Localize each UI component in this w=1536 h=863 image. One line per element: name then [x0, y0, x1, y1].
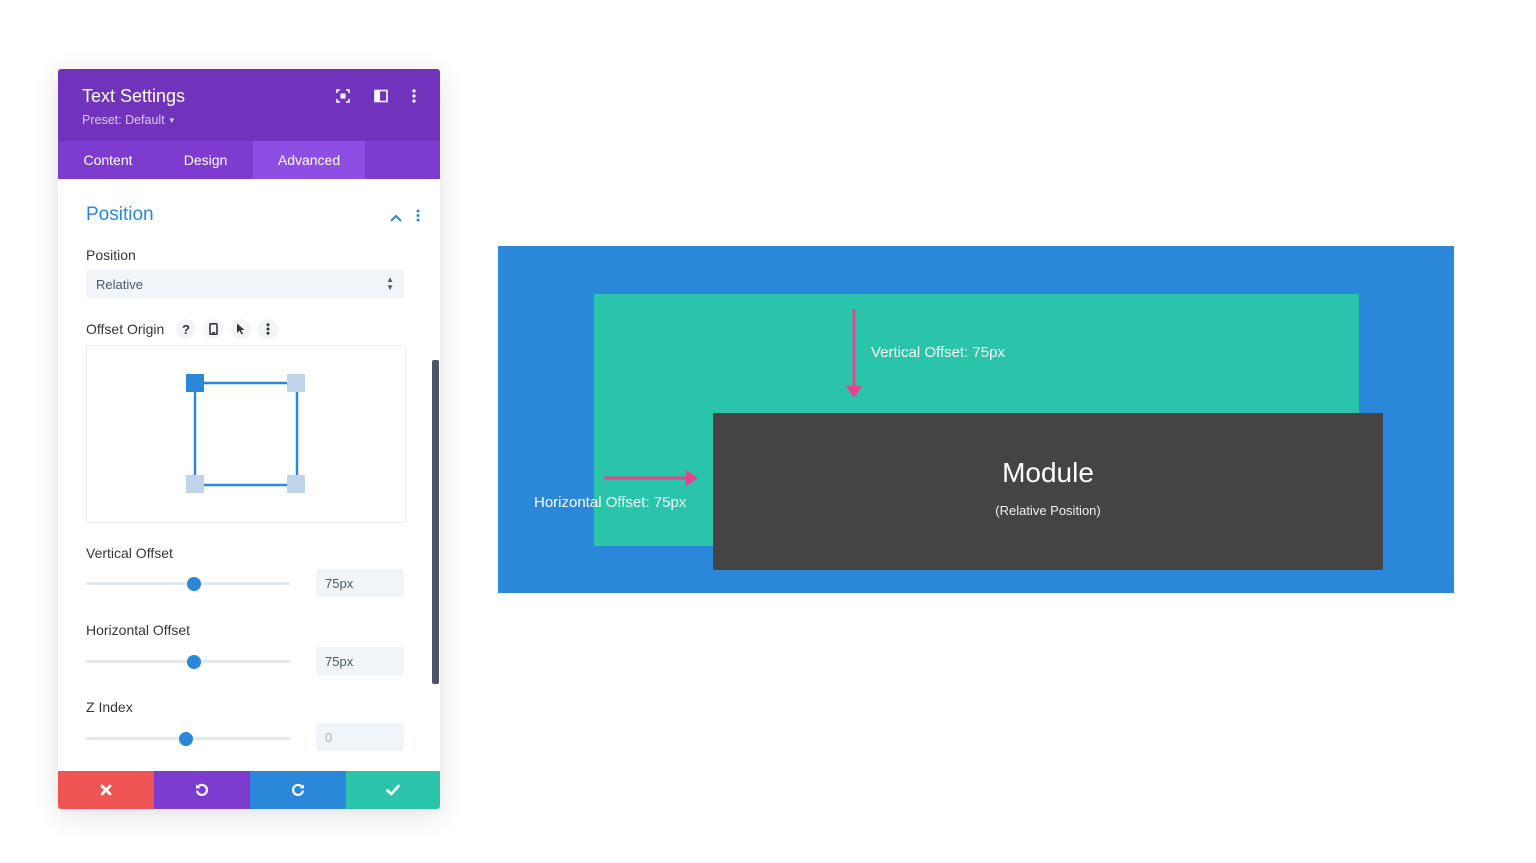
chevron-up-icon[interactable]	[390, 209, 402, 227]
horizontal-offset-input[interactable]: 75px	[316, 647, 404, 675]
undo-button[interactable]	[154, 771, 250, 809]
module-title: Module	[1002, 457, 1094, 488]
preset-label: Preset: Default	[82, 113, 165, 127]
scrollbar[interactable]	[432, 360, 439, 684]
section-title: Position	[86, 204, 154, 225]
undo-icon	[196, 783, 209, 796]
z-index-slider[interactable]	[86, 732, 290, 746]
redo-icon	[291, 783, 304, 796]
focus-icon[interactable]	[334, 87, 352, 105]
tab-bar: Content Design Advanced	[58, 141, 440, 179]
close-icon	[100, 784, 112, 796]
vertical-arrow	[846, 309, 862, 398]
tab-design[interactable]: Design	[183, 152, 228, 168]
vertical-offset-label: Vertical Offset	[86, 545, 173, 561]
horizontal-offset-annotation: Horizontal Offset: 75px	[534, 494, 687, 511]
z-index-value: 0	[325, 730, 333, 745]
z-index-label: Z Index	[86, 699, 133, 715]
split-view-icon[interactable]	[372, 87, 390, 105]
position-label: Position	[86, 247, 136, 263]
horizontal-arrow	[604, 470, 698, 486]
origin-handle-bottom-left[interactable]	[186, 475, 204, 493]
panel-content: Position Position Relative ▲▼ Offset Ori…	[58, 179, 440, 771]
position-select[interactable]: Relative ▲▼	[86, 270, 404, 298]
module-box: Module (Relative Position)	[713, 413, 1383, 570]
vertical-offset-value: 75px	[325, 576, 354, 591]
origin-handle-bottom-right[interactable]	[287, 475, 305, 493]
vertical-offset-annotation: Vertical Offset: 75px	[871, 344, 1005, 361]
tab-advanced[interactable]: Advanced	[253, 141, 365, 179]
caret-down-icon: ▼	[167, 116, 176, 125]
position-select-value: Relative	[96, 277, 143, 292]
select-arrows-icon: ▲▼	[386, 275, 394, 292]
help-icon[interactable]: ?	[176, 319, 196, 339]
horizontal-offset-value: 75px	[325, 654, 354, 669]
panel-title: Text Settings	[82, 86, 186, 106]
save-button[interactable]	[346, 771, 440, 809]
origin-handle-top-left[interactable]	[186, 374, 204, 392]
origin-handle-top-right[interactable]	[287, 374, 305, 392]
redo-button[interactable]	[250, 771, 346, 809]
horizontal-offset-label: Horizontal Offset	[86, 622, 191, 638]
z-index-input[interactable]: 0	[316, 723, 404, 751]
module-subtitle: (Relative Position)	[995, 503, 1101, 518]
text-settings-panel: Text Settings Preset: Default▼ Content D…	[58, 69, 440, 809]
panel-header: Text Settings Preset: Default▼	[58, 69, 440, 141]
panel-footer	[58, 771, 440, 809]
check-icon	[386, 784, 400, 796]
vertical-offset-slider-knob[interactable]	[187, 577, 201, 591]
horizontal-offset-slider[interactable]	[86, 655, 290, 669]
vertical-offset-input[interactable]: 75px	[316, 569, 404, 597]
more-vertical-icon[interactable]	[258, 319, 278, 339]
phone-icon[interactable]	[203, 319, 223, 339]
vertical-offset-slider[interactable]	[86, 577, 290, 591]
tab-content[interactable]: Content	[83, 152, 133, 168]
cursor-icon[interactable]	[231, 319, 251, 339]
offset-origin-label: Offset Origin	[86, 321, 165, 337]
origin-square	[193, 381, 299, 487]
section-menu-icon[interactable]	[416, 209, 420, 227]
offset-origin-picker	[86, 345, 406, 523]
z-index-slider-knob[interactable]	[179, 732, 193, 746]
more-vertical-icon[interactable]	[405, 87, 423, 105]
discard-button[interactable]	[58, 771, 154, 809]
preset-dropdown[interactable]: Preset: Default▼	[82, 113, 176, 127]
horizontal-offset-slider-knob[interactable]	[187, 655, 201, 669]
